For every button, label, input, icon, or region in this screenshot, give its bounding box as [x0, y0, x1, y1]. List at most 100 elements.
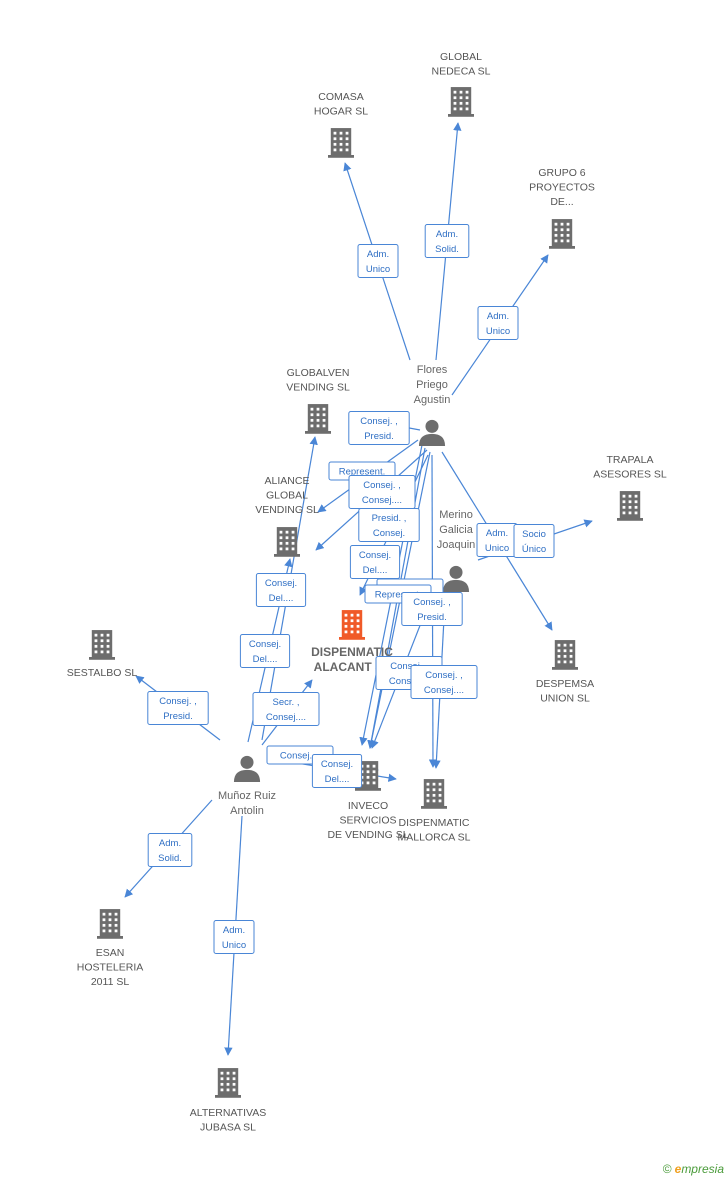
edge-label-text: Consej.... — [266, 712, 306, 723]
person-label-line: Galicia — [439, 524, 474, 536]
edge-label-text: Consej. , — [159, 696, 197, 707]
company-label-line: ALTERNATIVAS — [190, 1107, 266, 1119]
edge-label-e6[interactable]: Consej. , Consej.... — [348, 475, 416, 509]
edge-label-e8[interactable]: Consej. Del.... — [349, 545, 401, 579]
person-label-line: Merino — [439, 509, 473, 521]
edge-label-e16[interactable]: Consej. , Presid. — [147, 691, 209, 725]
company-node-globalven[interactable]: GLOBALVEN VENDING SL — [286, 367, 350, 434]
company-label-line: DISPENMATIC — [399, 817, 470, 829]
person-label-line: Agustin — [414, 394, 451, 406]
edge-label-text: Del.... — [325, 774, 350, 785]
edge-label-text: Presid. , — [372, 513, 407, 524]
edge-label-text: Consej.... — [280, 751, 320, 762]
edge-label-text: Unico — [485, 543, 509, 554]
company-label-line: GLOBAL — [266, 490, 308, 502]
edge-label-text: Presid. — [163, 711, 193, 722]
person-icon — [233, 755, 261, 782]
footer-brand: ©empresia — [663, 1162, 724, 1176]
company-label-line: COMASA — [318, 91, 364, 103]
company-label-line: GRUPO 6 — [538, 167, 585, 179]
brand-logo-text: mpresia — [681, 1162, 724, 1176]
building-icon — [328, 128, 354, 158]
edge-label-e19[interactable]: Consej. , Consej.... — [410, 665, 478, 699]
edge-label-text: Consej. , — [360, 416, 398, 427]
company-label-line: PROYECTOS — [529, 182, 595, 194]
edge-label-text: Adm. — [159, 838, 181, 849]
company-node-grupo6[interactable]: GRUPO 6 PROYECTOS DE... — [529, 167, 595, 249]
company-label-line: DISPENMATIC — [311, 645, 393, 659]
company-label-line: SERVICIOS — [340, 815, 397, 827]
company-label-line: HOSTELERIA — [77, 962, 144, 974]
company-label-line: UNION SL — [540, 693, 590, 705]
edge-label-text: Consej.... — [362, 495, 402, 506]
company-label-line: ALACANT SL — [314, 660, 391, 674]
edge-label-e7[interactable]: Presid. , Consej. — [358, 508, 420, 542]
edge-label-text: Adm. — [367, 249, 389, 260]
edge-label-e1[interactable]: Adm.Unico — [357, 244, 399, 278]
edge-label-text: Del.... — [363, 565, 388, 576]
company-label-line: GLOBAL — [440, 51, 482, 63]
company-node-sestalbo[interactable]: SESTALBO SL — [67, 630, 138, 679]
edge-label-text: Consej. — [373, 528, 405, 539]
company-node-aliance[interactable]: ALIANCE GLOBAL VENDING SL — [255, 475, 319, 557]
edge-label-e4[interactable]: Consej. ,Presid. — [348, 411, 410, 445]
company-label-line: GLOBALVEN — [287, 367, 350, 379]
edge-label-e14[interactable]: Consej.Del.... — [255, 573, 307, 607]
building-icon — [552, 640, 578, 670]
company-label-line: ALIANCE — [265, 475, 310, 487]
edge-label-e11[interactable]: Consej. ,Presid. — [401, 592, 463, 626]
edge-label-text: Consej. , — [390, 661, 428, 672]
edge-label-text: Socio — [522, 529, 546, 540]
edge-label-text: Represent. — [339, 467, 385, 478]
edge-label-text: Del.... — [253, 654, 278, 665]
edge-label-e22[interactable]: Adm.Solid. — [147, 833, 193, 867]
company-label-line: SESTALBO SL — [67, 667, 138, 679]
edge-label-e15[interactable]: Consej. Del.... — [239, 634, 291, 668]
company-label-line: ASESORES SL — [593, 469, 667, 481]
company-label-line: ESAN — [96, 947, 125, 959]
edge-label-text: Consej. — [249, 639, 281, 650]
edge-label-text: Consej.... — [424, 685, 464, 696]
edge-label-text: Unico — [486, 326, 510, 337]
edge-label-text: Adm. — [223, 925, 245, 936]
edge-label-text: Consej. , — [425, 670, 463, 681]
person-label-line: Muñoz Ruiz — [218, 790, 276, 802]
edge-label-text: Consej. , — [413, 597, 451, 608]
edge-label-text: Consej. , — [363, 480, 401, 491]
edge-label-text: Consej.... — [389, 676, 429, 687]
person-label-line: Joaquin — [437, 539, 476, 551]
edge-label-e2[interactable]: Adm.Solid. — [424, 224, 470, 258]
building-icon — [215, 1068, 241, 1098]
building-icon — [274, 527, 300, 557]
edge-label-e23[interactable]: Adm. Unico — [213, 920, 255, 954]
edge-label-e3[interactable]: Adm.Unico — [477, 306, 519, 340]
edge-label-e12[interactable]: Adm.Unico — [476, 523, 518, 557]
edge-label-text: Consej. — [321, 759, 353, 770]
company-node-trapala[interactable]: TRAPALA ASESORES SL — [593, 454, 667, 521]
company-label-line: TRAPALA — [606, 454, 653, 466]
company-label-line: INVECO — [348, 800, 388, 812]
building-icon — [549, 219, 575, 249]
edge-label-e21[interactable]: Consej. Del.... — [311, 754, 363, 788]
edge-label-e17[interactable]: Secr. ,Consej.... — [252, 692, 320, 726]
building-icon — [448, 87, 474, 117]
company-label-line: VENDING SL — [286, 382, 350, 394]
edge-label-text: Consej. — [359, 550, 391, 561]
company-label-line: VENDING SL — [255, 504, 319, 516]
edge-label-text: Unico — [222, 940, 246, 951]
person-icon — [442, 565, 470, 592]
company-label-line: DE... — [550, 196, 573, 208]
